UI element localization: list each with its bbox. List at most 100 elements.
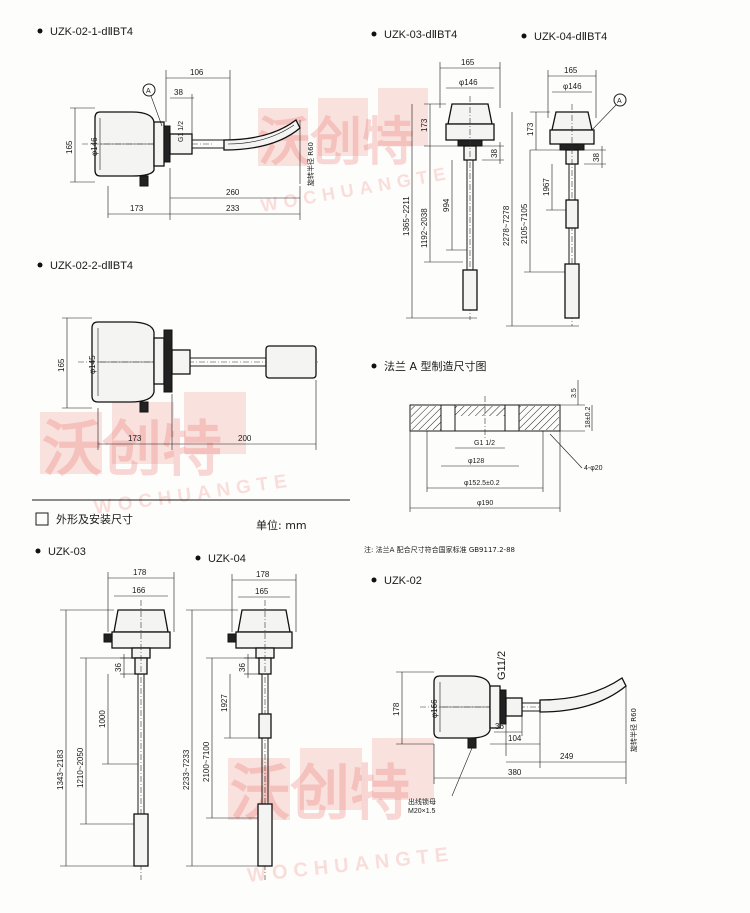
view-title: UZK-02-1-dⅡBT4 [50, 26, 133, 38]
flange-hatch-left [411, 406, 441, 430]
gland-spec: M20×1.5 [408, 808, 436, 815]
dim-width-165: 165 [564, 66, 578, 75]
thread-label: G1 1/2 [178, 121, 185, 142]
dim-depth-3-5: 3.5 [571, 388, 578, 398]
dim-173: 173 [130, 204, 144, 213]
dim-height-173: 173 [526, 122, 535, 136]
title-bullet [521, 33, 527, 39]
watermark-chinese-2: 沃创特 [42, 415, 222, 485]
dim-dia-146: φ146 [459, 78, 478, 87]
callout-circle [142, 83, 156, 97]
mount-block [153, 337, 165, 385]
flange-hatch-right [519, 406, 559, 430]
view-title: UZK-03-dⅡBT4 [384, 29, 457, 41]
dim-2105-7105: 2105~7105 [520, 203, 529, 244]
coupling [258, 713, 272, 739]
legend: 外形及安装尺寸 单位: mm [32, 499, 350, 532]
cable-gland [467, 737, 477, 749]
dim-38: 38 [174, 88, 183, 97]
watermark-chinese-1: 沃创特 [258, 113, 414, 173]
view-uzk-02-1: UZK-02-1-dⅡBT4 A 106 38 G1 1/2 φ146 16 [37, 26, 315, 220]
dim-1967: 1967 [542, 178, 551, 196]
bolt-holes-label: 4-φ20 [584, 465, 603, 472]
watermark-middle: 沃创特 WOCHUANGTE [40, 392, 294, 519]
paddle-edge [227, 124, 295, 145]
dim-dia-190: φ190 [477, 500, 493, 507]
cable-gland [139, 401, 149, 413]
title-bullet [35, 548, 41, 554]
paddle-blade [539, 677, 627, 713]
thread-label: G11/2 [496, 651, 508, 680]
dim-233: 233 [226, 204, 240, 213]
housing-cover [237, 609, 291, 633]
cable-gland [227, 633, 237, 643]
dim-2233-7233: 2233~7233 [182, 749, 191, 790]
callout-circle [613, 93, 627, 107]
dim-width-166: 166 [132, 586, 146, 595]
radius-label: 旋转半径 R60 [306, 142, 315, 186]
cable-gland [139, 175, 149, 187]
watermark-top: 沃创特 WOCHUANGTE [258, 88, 453, 216]
dim-38: 38 [592, 153, 601, 162]
dim-width-165: 165 [255, 587, 269, 596]
view-title: UZK-02-2-dⅡBT4 [50, 260, 133, 272]
dim-height-165: 165 [65, 140, 74, 154]
title-bullet [37, 28, 43, 34]
dim-1365-2211: 1365~2211 [402, 196, 411, 236]
dim-260: 260 [226, 188, 240, 197]
title-bullet [371, 577, 377, 583]
view-uzk-02: UZK-02 G11/2 φ166 178 36 104 249 380 旋转半… [371, 575, 638, 815]
paddle [462, 269, 478, 311]
watermark-latin-3: WOCHUANGTE [246, 843, 455, 887]
dim-thickness-18: 18±0.2 [585, 407, 592, 428]
flange-hatch-center [455, 406, 505, 416]
title-bullet [371, 31, 377, 37]
dim-dia-145: φ145 [88, 355, 97, 374]
dim-1000: 1000 [98, 710, 107, 728]
view-uzk-04: UZK-04 178 165 36 1927 2100~7100 2233~72… [182, 553, 297, 880]
mount-block [153, 121, 165, 167]
dim-2100-7100: 2100~7100 [202, 741, 211, 782]
dim-994: 994 [442, 198, 451, 212]
view-uzk-03-d: UZK-03-dⅡBT4 165 φ146 173 38 994 1192~20… [371, 29, 504, 320]
view-uzk-04-d: UZK-04-dⅡBT4 165 φ146 A 173 38 1967 2105… [502, 31, 627, 327]
dim-1210-2050: 1210~2050 [76, 747, 85, 788]
dim-36: 36 [495, 722, 504, 731]
title-bullet [37, 262, 43, 268]
title-bullet [371, 363, 377, 369]
cable-gland [103, 633, 113, 643]
flange-plate [163, 329, 173, 393]
dim-36: 36 [114, 663, 123, 672]
flange-plate [499, 689, 507, 725]
dim-dia-146: φ146 [563, 82, 582, 91]
gland-label: 出线锁母 [408, 797, 436, 806]
dim-1927: 1927 [220, 694, 229, 712]
dim-380: 380 [508, 768, 522, 777]
view-title: UZK-04 [208, 553, 246, 565]
dim-dia-152: φ152.5±0.2 [464, 480, 500, 487]
callout-label: A [617, 98, 622, 105]
view-title: UZK-03 [48, 546, 86, 558]
thread-label: G1 1/2 [474, 440, 495, 447]
flange-note: 注: 法兰A 配合尺寸符合国家标准 GB9117.2-88 [364, 545, 515, 554]
dim-104: 104 [508, 734, 522, 743]
dim-width-178: 178 [256, 570, 270, 579]
paddle [133, 813, 149, 867]
view-title: UZK-02 [384, 575, 422, 587]
legend-box [35, 512, 49, 526]
dim-dia-146: φ146 [90, 137, 99, 156]
view-title: 法兰 A 型制造尺寸图 [384, 359, 487, 373]
dim-1343-2183: 1343~2183 [56, 749, 65, 790]
flange-plate [163, 125, 171, 163]
watermark-chinese-3: 沃创特 [230, 759, 410, 829]
bushing [505, 697, 523, 717]
dim-height-165: 165 [57, 358, 66, 372]
dim-dia-128: φ128 [468, 458, 484, 465]
dim-249: 249 [560, 752, 574, 761]
view-title: UZK-04-dⅡBT4 [534, 31, 607, 43]
unit-label: 单位: mm [256, 518, 307, 532]
dim-106: 106 [190, 68, 204, 77]
dim-height-178: 178 [392, 702, 401, 716]
dim-200: 200 [238, 434, 252, 443]
